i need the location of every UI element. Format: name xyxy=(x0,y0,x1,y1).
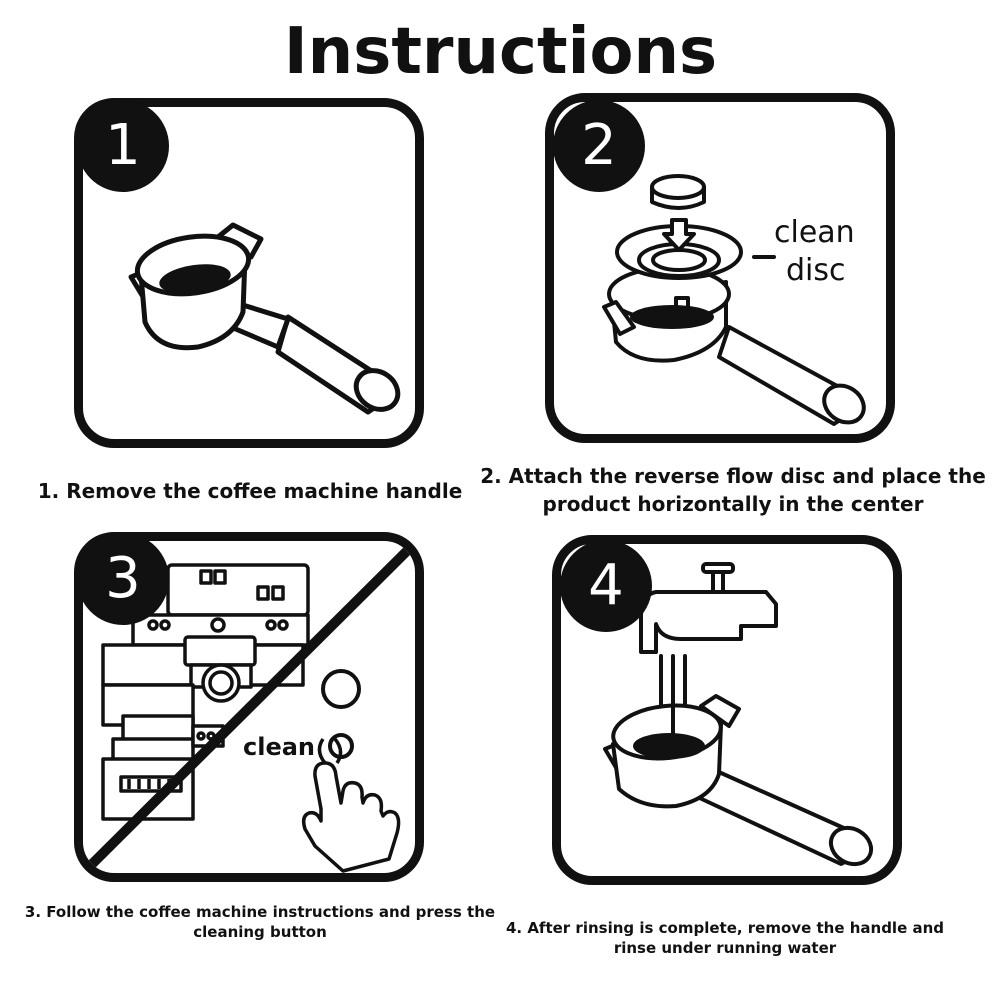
step-4-caption: 4. After rinsing is complete, remove the… xyxy=(505,919,945,957)
step-3-panel: clean xyxy=(74,532,424,882)
step-4-number: 4 xyxy=(560,540,652,632)
step-3-caption: 3. Follow the coffee machine instruction… xyxy=(24,903,496,941)
step-3-number: 3 xyxy=(77,533,169,625)
clean-disc-label-line2: disc xyxy=(786,253,846,288)
step-4-panel xyxy=(552,535,902,885)
step-1-panel xyxy=(74,98,424,448)
page-title: Instructions xyxy=(283,15,718,89)
portafilter-icon xyxy=(128,222,401,415)
step-2-caption: 2. Attach the reverse flow disc and plac… xyxy=(480,464,986,516)
step-2-number: 2 xyxy=(553,100,645,192)
clean-disc-label-line1: clean xyxy=(774,215,855,250)
clean-disc-icon: clean disc xyxy=(602,174,866,426)
step-1-caption: 1. Remove the coffee machine handle xyxy=(37,479,463,503)
coffee-machine-icon: clean xyxy=(83,541,415,873)
step-1-number: 1 xyxy=(77,100,169,192)
clean-button-label: clean xyxy=(243,733,315,761)
water-tap-icon xyxy=(603,562,874,867)
